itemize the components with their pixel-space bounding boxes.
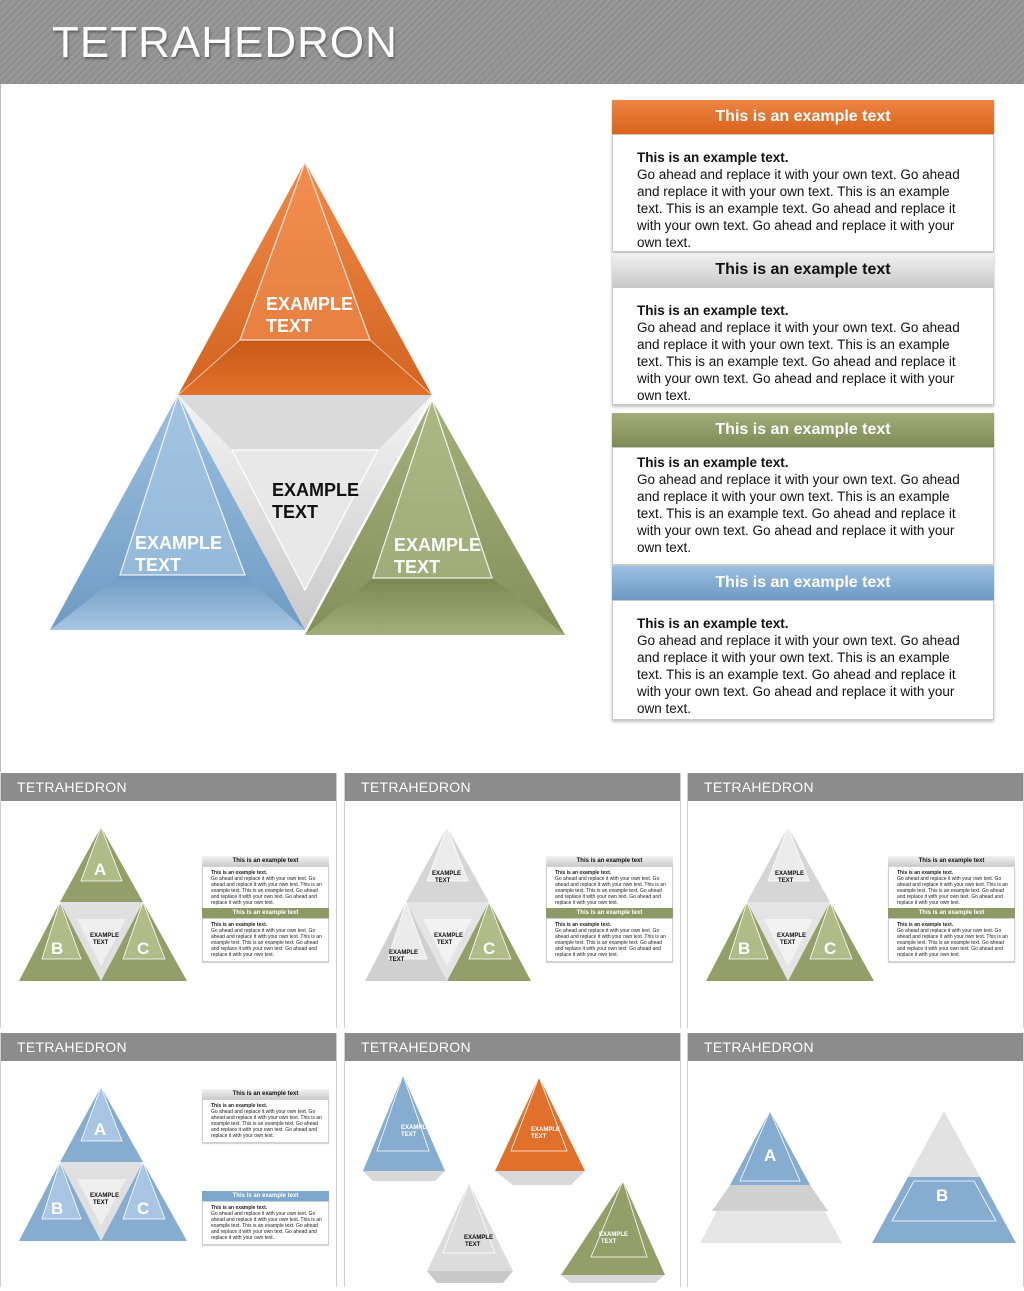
text-box-gray: This is an example text This is an examp…: [612, 253, 994, 405]
mini-text-box: This is an example text This is an examp…: [202, 856, 329, 910]
thumbnail-ab-pyramids[interactable]: TETRAHEDRON A B: [687, 1033, 1024, 1287]
right-label-line2: TEXT: [394, 557, 440, 577]
thumbnail-title: TETRAHEDRON: [688, 773, 1023, 801]
text-box-green: This is an example text This is an examp…: [612, 413, 994, 565]
svg-text:EXAMPLE TEXT: EXAMPLE TEXT: [266, 294, 358, 336]
mini-text-box: This is an example text This is an examp…: [888, 908, 1015, 962]
top-orange-pyramid: [177, 161, 433, 396]
text-box-bold-line: This is an example text.: [637, 303, 789, 318]
center-label-line2: TEXT: [272, 502, 318, 522]
left-label-line1: EXAMPLE: [135, 533, 222, 553]
text-box-heading: This is an example text: [612, 253, 994, 287]
right-green-pyramid: [305, 399, 565, 635]
text-box-paragraph: Go ahead and replace it with your own te…: [637, 633, 960, 716]
text-box-heading: This is an example text: [612, 100, 994, 134]
page-title: TETRAHEDRON: [52, 18, 398, 67]
thumbnail-title: TETRAHEDRON: [1, 1033, 336, 1061]
letter-b: B: [738, 939, 750, 958]
top-label-line2: TEXT: [266, 316, 312, 336]
letter-b: B: [936, 1186, 948, 1205]
left-label-line2: TEXT: [135, 555, 181, 575]
right-label-line1: EXAMPLE: [394, 535, 481, 555]
mini-text-box: This is an example text This is an examp…: [546, 856, 673, 910]
letter-a: A: [764, 1146, 776, 1165]
center-label-line1: EXAMPLE: [272, 480, 359, 500]
text-box-orange: This is an example text This is an examp…: [612, 100, 994, 252]
text-box-bold-line: This is an example text.: [637, 150, 789, 165]
text-box-paragraph: Go ahead and replace it with your own te…: [637, 472, 960, 555]
mini-text-box: This is an example text This is an examp…: [888, 856, 1015, 910]
thumbnail-title: TETRAHEDRON: [1, 773, 336, 801]
thumbnail-title: TETRAHEDRON: [688, 1033, 1023, 1061]
text-box-bold-line: This is an example text.: [637, 455, 789, 470]
mini-text-box: This is an example text This is an examp…: [202, 1191, 329, 1245]
top-label-line1: EXAMPLE: [266, 294, 353, 314]
text-box-body: This is an example text. Go ahead and re…: [612, 600, 994, 720]
text-box-heading: This is an example text: [612, 413, 994, 447]
letter-c: C: [824, 939, 836, 958]
mini-text-box: This is an example text This is an examp…: [202, 1089, 329, 1143]
mini-text-box: This is an example text This is an examp…: [202, 908, 329, 962]
thumbnail-diagram: A B: [700, 1110, 1016, 1243]
letter-c: C: [483, 939, 495, 958]
tetrahedron-diagram: EXAMPLE TEXT EXAMPLE TEXT EXAMPLE TEXT E…: [50, 161, 565, 635]
text-box-heading: This is an example text: [612, 566, 994, 600]
text-box-body: This is an example text. Go ahead and re…: [612, 287, 994, 405]
letter-a: A: [94, 860, 106, 879]
main-header: TETRAHEDRON: [0, 0, 1024, 84]
svg-text:EXAMPLE TEXT: EXAMPLE TEXT: [394, 535, 486, 577]
center-gray-pyramid: [178, 395, 432, 630]
text-box-blue: This is an example text This is an examp…: [612, 566, 994, 720]
letter-c: C: [137, 1199, 149, 1218]
thumbnail-title: TETRAHEDRON: [345, 1033, 680, 1061]
text-box-body: This is an example text. Go ahead and re…: [612, 447, 994, 565]
letter-b: B: [51, 1199, 63, 1218]
thumbnail-title: TETRAHEDRON: [345, 773, 680, 801]
main-slide: [0, 84, 1024, 772]
text-box-paragraph: Go ahead and replace it with your own te…: [637, 320, 960, 403]
text-box-paragraph: Go ahead and replace it with your own te…: [637, 167, 960, 250]
text-box-bold-line: This is an example text.: [637, 616, 789, 631]
text-box-body: This is an example text. Go ahead and re…: [612, 134, 994, 252]
letter-a: A: [94, 1120, 106, 1139]
svg-text:EXAMPLE TEXT: EXAMPLE TEXT: [135, 533, 227, 575]
letter-c: C: [137, 939, 149, 958]
svg-text:EXAMPLE TEXT: EXAMPLE TEXT: [272, 480, 364, 522]
left-blue-pyramid: [50, 394, 305, 630]
letter-b: B: [51, 939, 63, 958]
mini-text-box: This is an example text This is an examp…: [546, 908, 673, 962]
